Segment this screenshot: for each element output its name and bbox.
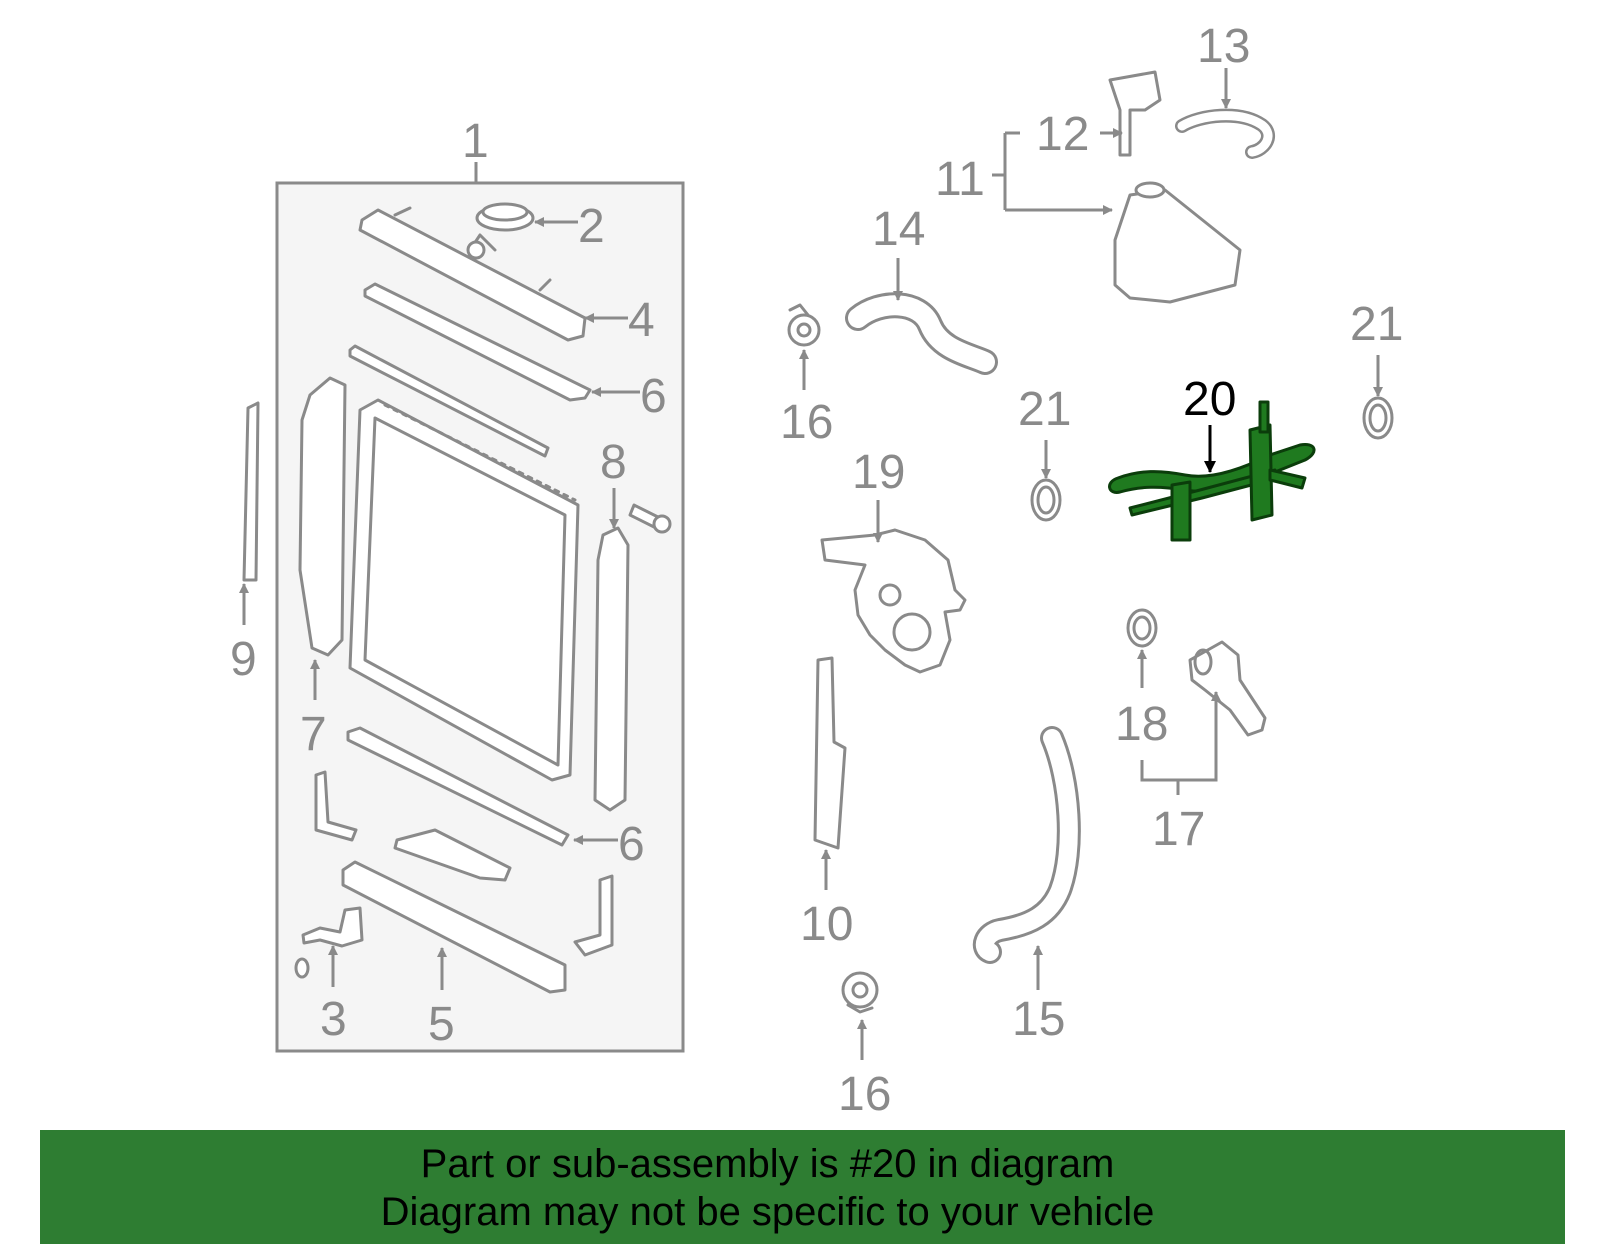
callout-4: 4 <box>628 294 655 347</box>
callout-15: 15 <box>1012 993 1065 1046</box>
bracket-lower-left-part <box>314 770 358 842</box>
callout-20: 20 <box>1183 373 1236 426</box>
gasket-18-part <box>1126 608 1158 648</box>
o-ring-21-left-part <box>1030 478 1062 522</box>
upper-hose-part <box>845 292 998 375</box>
banner-line-2: Diagram may not be specific to your vehi… <box>380 1190 1155 1234</box>
reservoir-tank-part <box>1113 181 1242 304</box>
bolt-part <box>628 503 672 534</box>
callout-16a: 16 <box>780 396 833 449</box>
left-side-seal-part <box>298 376 347 657</box>
callout-21b: 21 <box>1350 298 1403 351</box>
radiator-cap-part <box>475 202 535 232</box>
callout-17: 17 <box>1152 803 1205 856</box>
hose-clamp-upper-part <box>787 303 821 347</box>
callout-16b: 16 <box>838 1068 891 1121</box>
water-inlet-pipe-highlighted-part <box>1108 400 1316 542</box>
right-side-seal-part <box>593 526 630 812</box>
callout-1: 1 <box>462 115 489 168</box>
water-inlet-housing-part <box>820 528 967 674</box>
lower-tank-part <box>341 860 567 994</box>
seal-strip-9-part <box>242 401 260 582</box>
callout-8: 8 <box>600 436 627 489</box>
callout-14: 14 <box>872 203 925 256</box>
upper-tank-part <box>358 206 587 342</box>
callout-18: 18 <box>1115 698 1168 751</box>
callout-7: 7 <box>300 708 327 761</box>
seal-strip-10-part <box>813 656 847 850</box>
lower-gasket-part <box>346 726 570 847</box>
callout-13: 13 <box>1197 20 1250 73</box>
callout-5: 5 <box>428 998 455 1051</box>
callout-12: 12 <box>1036 108 1089 161</box>
lower-hose-part <box>972 726 1081 964</box>
banner-line-1: Part or sub-assembly is #20 in diagram <box>420 1142 1115 1186</box>
callout-10: 10 <box>800 898 853 951</box>
thermostat-housing-part <box>1188 640 1267 737</box>
callout-9: 9 <box>230 633 257 686</box>
callout-6a: 6 <box>640 370 667 423</box>
info-banner: Part or sub-assembly is #20 in diagram D… <box>40 1130 1565 1244</box>
callout-21a: 21 <box>1018 383 1071 436</box>
bracket-lower-right-part <box>573 874 614 957</box>
radiator-core-part <box>348 398 580 782</box>
reservoir-hose-part <box>1175 108 1275 159</box>
reservoir-cap-part <box>1108 70 1162 157</box>
callout-19: 19 <box>852 446 905 499</box>
callout-2: 2 <box>578 200 605 253</box>
upper-gasket-part <box>348 282 592 458</box>
callout-6b: 6 <box>618 818 645 871</box>
drain-cock-part <box>294 906 364 979</box>
bracket-lower-center-part <box>393 828 512 882</box>
callout-11: 11 <box>935 153 985 206</box>
o-ring-21-right-part <box>1362 396 1394 440</box>
callout-3: 3 <box>320 993 347 1046</box>
hose-clamp-lower-part <box>841 971 879 1014</box>
